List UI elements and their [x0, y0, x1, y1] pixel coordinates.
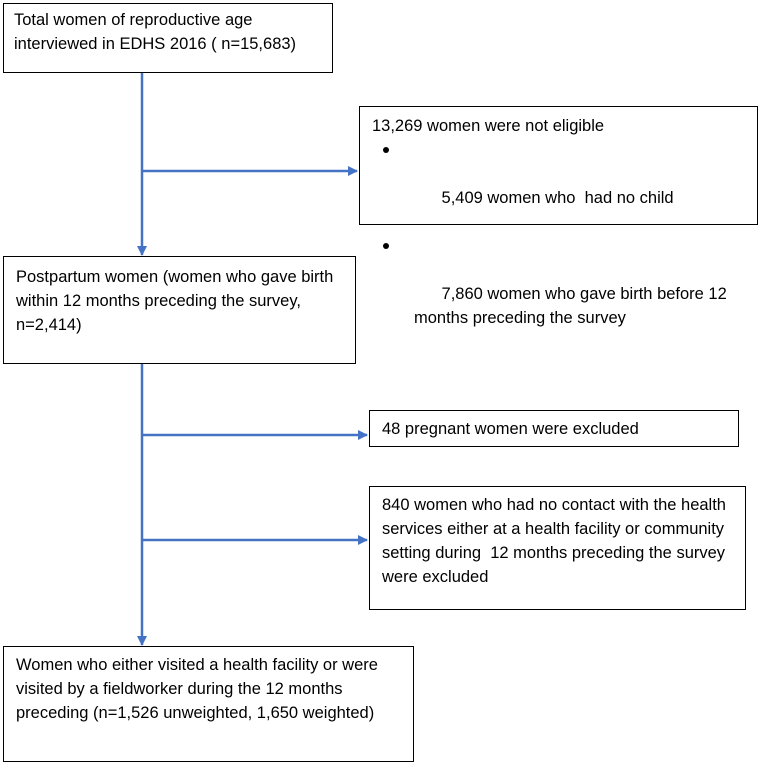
- pregnant-excluded-text: 48 pregnant women were excluded: [382, 420, 639, 438]
- total-women-box: Total women of reproductive age intervie…: [3, 3, 333, 73]
- list-item: 7,860 women who gave birth before 12 mon…: [372, 234, 745, 354]
- list-item: 5,409 women who had no child: [372, 138, 745, 234]
- bullet-icon: [383, 243, 389, 249]
- list-item-text: 5,409 women who had no child: [441, 189, 674, 207]
- no-contact-excluded-text: 840 women who had no contact with the he…: [382, 496, 731, 586]
- postpartum-women-text: Postpartum women (women who gave birth w…: [16, 268, 338, 334]
- not-eligible-list: 5,409 women who had no child 7,860 women…: [372, 138, 745, 354]
- not-eligible-heading: 13,269 women were not eligible: [372, 117, 605, 135]
- no-contact-excluded-box: 840 women who had no contact with the he…: [369, 486, 746, 610]
- final-sample-box: Women who either visited a health facili…: [3, 646, 414, 762]
- list-item-text: 7,860 women who gave birth before 12 mon…: [414, 285, 732, 327]
- final-sample-text: Women who either visited a health facili…: [16, 656, 383, 722]
- total-women-text: Total women of reproductive age intervie…: [14, 11, 297, 53]
- postpartum-women-box: Postpartum women (women who gave birth w…: [3, 256, 356, 364]
- pregnant-excluded-box: 48 pregnant women were excluded: [369, 410, 739, 447]
- not-eligible-box: 13,269 women were not eligible 5,409 wom…: [359, 106, 758, 327]
- bullet-icon: [383, 147, 389, 153]
